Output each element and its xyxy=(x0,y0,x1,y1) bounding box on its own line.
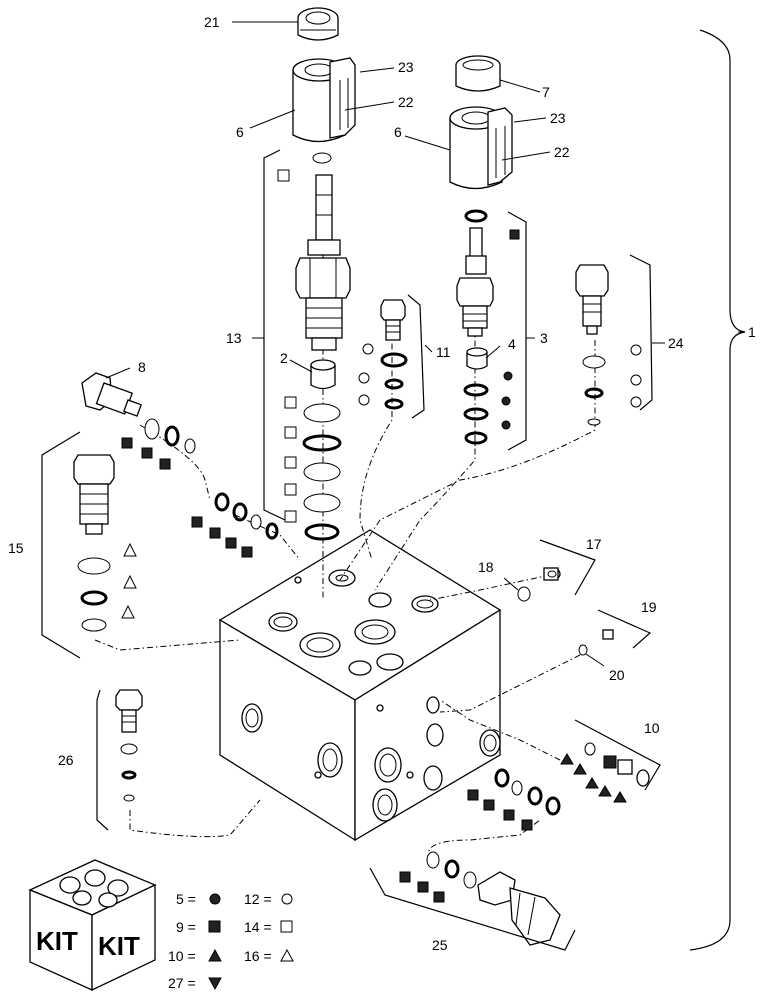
callout-10: 10 xyxy=(644,720,660,736)
legend-14: 14 = xyxy=(244,919,272,935)
legend-symbol-filled-square xyxy=(208,920,221,933)
cartridge-valve-15 xyxy=(73,454,137,632)
callout-11: 11 xyxy=(436,344,451,360)
callout-21: 21 xyxy=(204,14,220,30)
callout-20: 20 xyxy=(609,667,625,683)
legend-9: 9 = xyxy=(176,919,196,935)
callout-23-right: 23 xyxy=(550,110,566,126)
callout-3: 3 xyxy=(540,330,548,346)
plug-19 xyxy=(578,629,614,656)
cartridge-valve-25 xyxy=(399,851,561,946)
callout-labels: 21 23 22 6 7 23 22 6 13 2 11 4 3 24 1 8 … xyxy=(8,14,756,953)
legend-symbol-filled-triangle xyxy=(208,948,222,962)
kit-label-left: KIT xyxy=(36,926,78,956)
cartridge-valve-8 xyxy=(81,372,196,470)
legend-16: 16 = xyxy=(244,948,272,964)
seal-rings-lower-right xyxy=(467,768,561,831)
symbol-legend: 5 = 9 = 10 = 27 = 12 = 14 = 16 = xyxy=(168,891,294,991)
callout-7: 7 xyxy=(542,84,550,100)
kit-label-right: KIT xyxy=(98,931,140,961)
bracket-assembly xyxy=(689,29,746,951)
callout-13: 13 xyxy=(226,330,242,346)
cartridge-valve-26 xyxy=(115,689,143,802)
callout-22-left: 22 xyxy=(398,94,414,110)
solenoid-coil-left xyxy=(292,7,356,143)
callout-6-right: 6 xyxy=(394,124,402,140)
cartridge-valve-13 xyxy=(295,174,351,390)
legend-5: 5 = xyxy=(176,891,196,907)
legend-symbol-filled-circle xyxy=(209,893,221,905)
callout-19: 19 xyxy=(641,599,657,615)
solenoid-coil-right xyxy=(449,55,513,190)
cartridge-valve-24 xyxy=(575,264,642,426)
callout-8: 8 xyxy=(138,359,146,375)
callout-18: 18 xyxy=(478,559,494,575)
legend-symbol-open-square xyxy=(280,920,293,933)
callout-23-left: 23 xyxy=(398,59,414,75)
seal-rings-mid-left xyxy=(191,492,279,558)
valve-manifold-block xyxy=(218,529,502,842)
legend-10: 10 = xyxy=(168,948,196,964)
callout-4: 4 xyxy=(508,336,516,352)
grouping-brackets xyxy=(41,149,661,951)
callout-25: 25 xyxy=(432,937,448,953)
callout-26: 26 xyxy=(58,752,74,768)
legend-symbol-filled-inverted-triangle xyxy=(208,977,222,991)
callout-2: 2 xyxy=(280,350,288,366)
kit-box-illustration: KIT KIT xyxy=(28,859,157,992)
legend-12: 12 = xyxy=(244,891,272,907)
callout-15: 15 xyxy=(8,540,24,556)
callout-22-right: 22 xyxy=(554,144,570,160)
callout-1: 1 xyxy=(748,324,756,340)
legend-symbol-open-circle xyxy=(281,893,293,905)
leader-lines xyxy=(105,21,745,667)
legend-symbol-open-triangle xyxy=(280,948,294,962)
legend-27: 27 = xyxy=(168,975,196,991)
callout-24: 24 xyxy=(668,335,684,351)
cartridge-valve-3 xyxy=(456,209,520,445)
seal-stack-13 xyxy=(277,152,342,541)
relief-valve-10 xyxy=(560,742,650,803)
plug-17 xyxy=(517,567,561,602)
callout-6-left: 6 xyxy=(236,124,244,140)
callout-17: 17 xyxy=(586,536,602,552)
cartridge-valve-11 xyxy=(358,299,408,410)
